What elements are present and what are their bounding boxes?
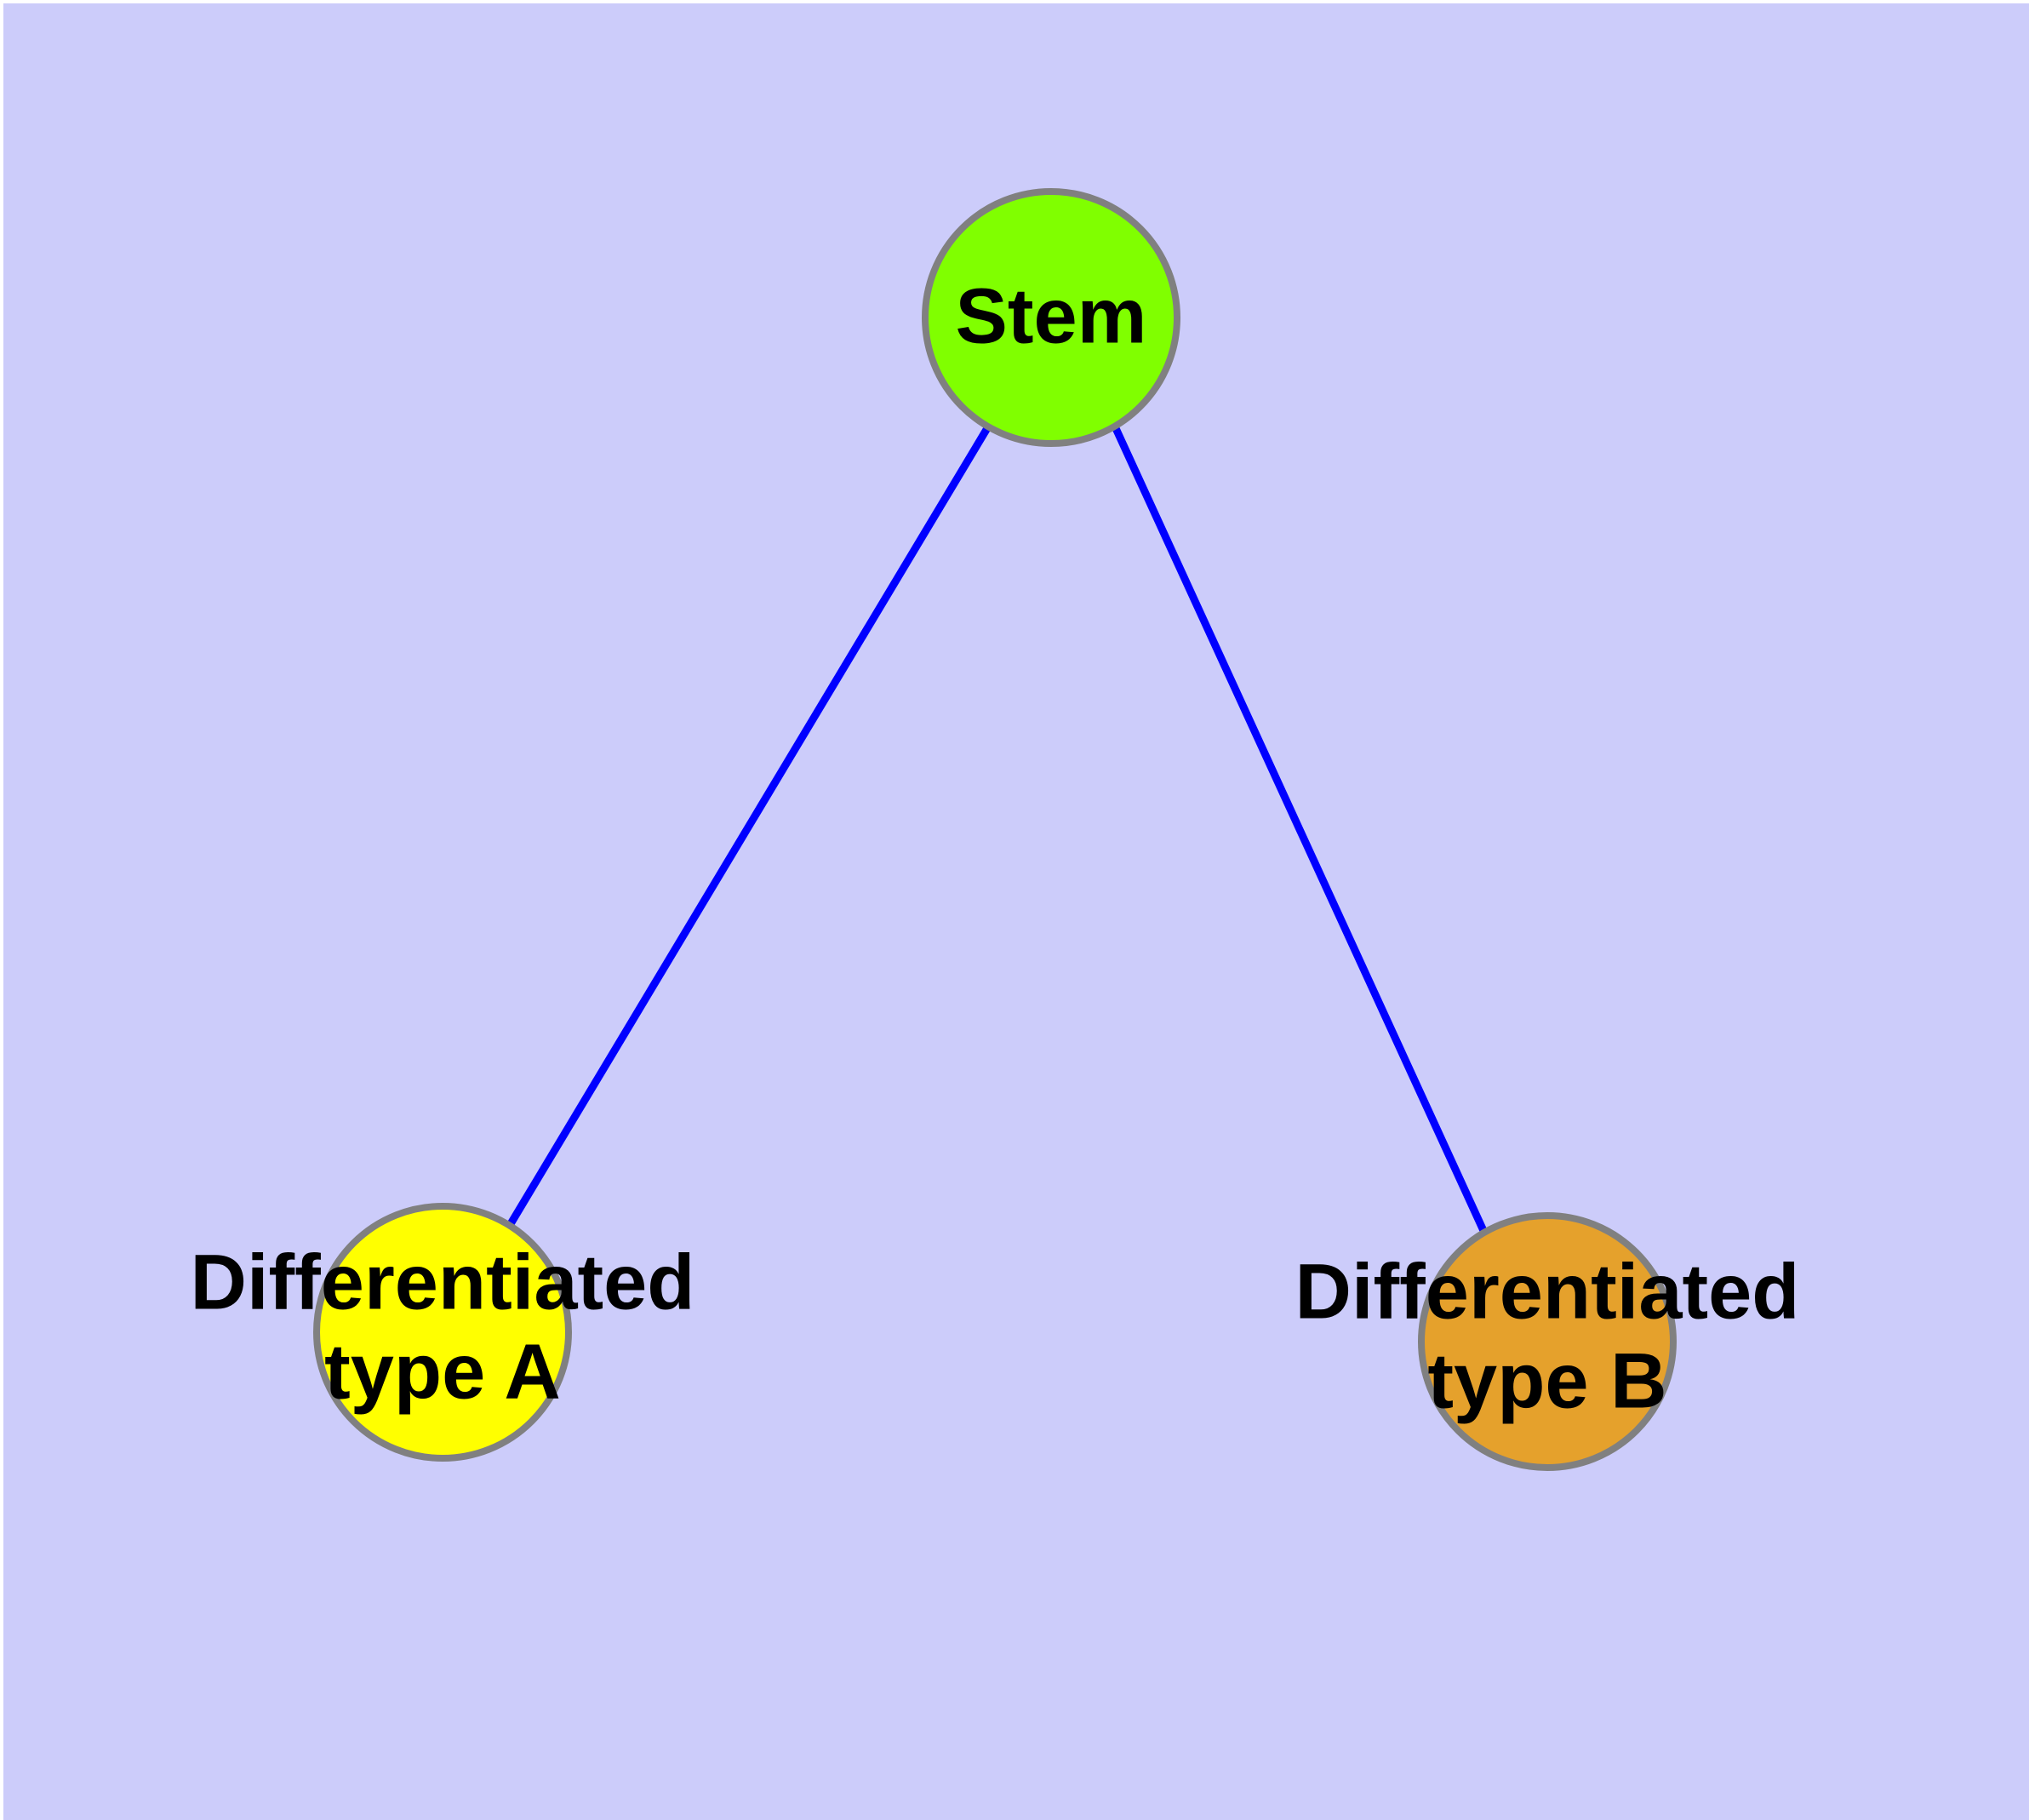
node-differentiated-type-b[interactable] — [1418, 1212, 1677, 1471]
node-layer — [313, 188, 1677, 1471]
node-stem[interactable] — [922, 188, 1180, 447]
node-label-differentiated-type-a-line-2: type A — [324, 1328, 561, 1415]
node-label-differentiated-type-a-line-1: Differentiated — [191, 1239, 695, 1325]
node-differentiated-type-a[interactable] — [313, 1203, 572, 1462]
edge-stem-to-differentiated-type-b[interactable] — [1111, 425, 1489, 1236]
edge-stem-to-differentiated-type-a[interactable] — [506, 426, 991, 1229]
edge-layer — [506, 425, 1489, 1236]
node-label-differentiated-type-b-line-1: Differentiated — [1295, 1248, 1800, 1335]
node-label-stem: Stem — [956, 272, 1147, 359]
label-layer: Stem Differentiated type A Differentiate… — [191, 272, 1800, 1424]
node-label-differentiated-type-b-line-2: type B — [1427, 1337, 1666, 1424]
